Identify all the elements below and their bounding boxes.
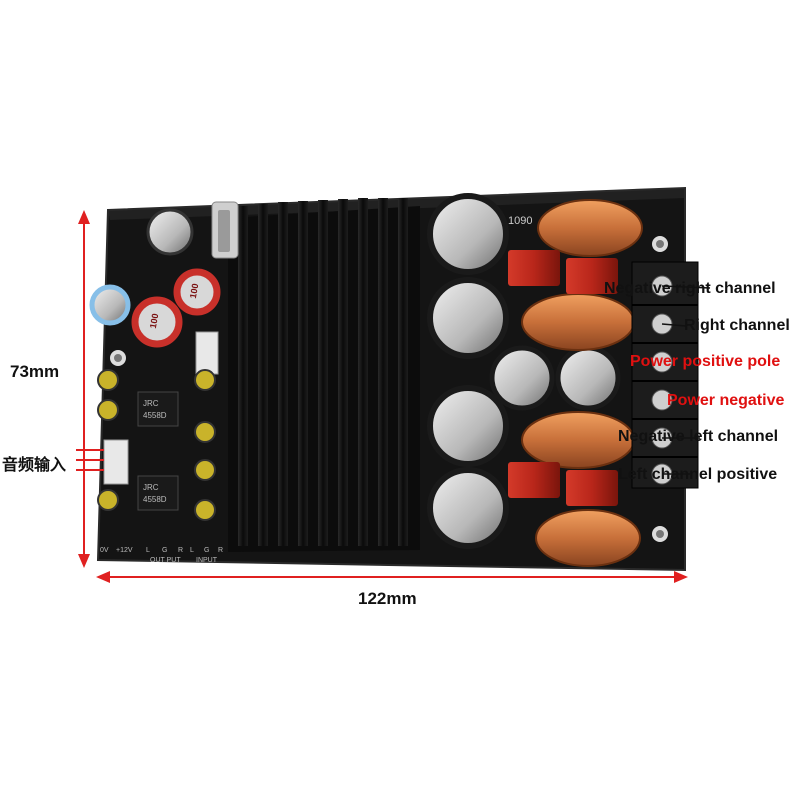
svg-text:100: 100 bbox=[148, 313, 160, 330]
model-silkscreen: 1090 bbox=[508, 215, 532, 227]
large-capacitors bbox=[427, 193, 621, 549]
input-connector bbox=[103, 439, 129, 485]
audio-input-label: 音频输入 bbox=[2, 455, 67, 474]
silkscreen-bottom: 0V +12V L G R L G R OUT PUT INPUT bbox=[100, 547, 223, 564]
film-capacitors bbox=[508, 250, 618, 506]
svg-text:0V: 0V bbox=[100, 547, 109, 554]
svg-text:4558D: 4558D bbox=[143, 411, 167, 420]
svg-text:G: G bbox=[204, 547, 209, 554]
svg-text:L: L bbox=[190, 547, 194, 554]
terminal-label-power-negative: Power negative bbox=[667, 392, 785, 409]
terminal-label-power-positive: Power positive pole bbox=[630, 353, 781, 370]
svg-text:100: 100 bbox=[188, 283, 200, 300]
svg-text:+12V: +12V bbox=[116, 547, 133, 554]
svg-text:4558D: 4558D bbox=[143, 495, 167, 504]
yellow-capacitors bbox=[97, 369, 216, 521]
heatsink bbox=[211, 198, 420, 552]
small-capacitors: 100 100 bbox=[89, 208, 221, 375]
svg-text:OUT PUT: OUT PUT bbox=[150, 557, 181, 564]
opamp-chips: JRC 4558D JRC 4558D bbox=[137, 391, 179, 511]
svg-text:L: L bbox=[146, 547, 150, 554]
svg-text:R: R bbox=[178, 547, 183, 554]
svg-text:JRC: JRC bbox=[143, 399, 159, 408]
terminal-label-right: Right channel bbox=[684, 317, 790, 334]
svg-text:R: R bbox=[218, 547, 223, 554]
svg-text:INPUT: INPUT bbox=[196, 557, 218, 564]
label-pointers bbox=[661, 285, 711, 475]
terminal-label-left-positive: Left channel positive bbox=[618, 466, 778, 483]
terminal-label-negative-left: Negative left channel bbox=[618, 428, 779, 445]
svg-text:JRC: JRC bbox=[143, 483, 159, 492]
svg-text:G: G bbox=[162, 547, 167, 554]
height-dimension-label: 73mm bbox=[10, 362, 60, 381]
width-dimension-label: 122mm bbox=[358, 589, 417, 608]
terminal-label-negative-right: Negative right channel bbox=[604, 280, 776, 297]
dimension-arrows bbox=[76, 210, 688, 583]
